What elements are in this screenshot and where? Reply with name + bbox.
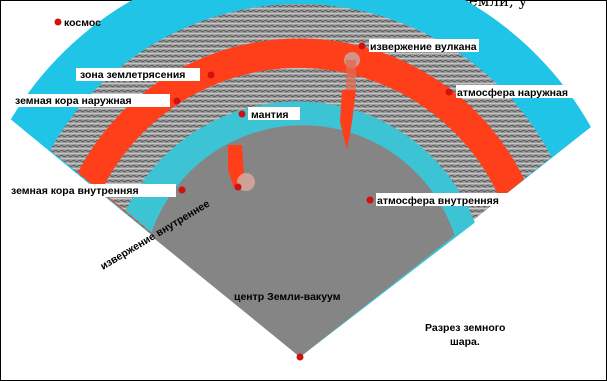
caption-line-1: Разрез земного bbox=[425, 322, 505, 334]
quake-zone-marker bbox=[208, 72, 215, 79]
inner-atmosphere-marker bbox=[367, 197, 374, 204]
space-marker bbox=[55, 19, 62, 26]
caption-line-2: шара. bbox=[450, 336, 480, 348]
inner-eruption-marker bbox=[235, 184, 242, 191]
inner-crust-label: земная кора внутренняя bbox=[11, 185, 139, 197]
quake-zone-label: зона землетрясения bbox=[80, 69, 185, 81]
inner-atmosphere-label: атмосфера внутренняя bbox=[377, 195, 499, 207]
outer-atmosphere-marker bbox=[446, 89, 453, 96]
space-label: космос bbox=[64, 17, 101, 29]
center-marker bbox=[297, 354, 304, 361]
volcano-label: извержение вулкана bbox=[370, 41, 477, 53]
volcano-marker bbox=[359, 43, 366, 50]
outer-crust-marker bbox=[174, 98, 181, 105]
inner-crust-marker bbox=[179, 187, 186, 194]
outer-crust-label: земная кора наружная bbox=[15, 95, 132, 107]
outer-atmosphere-label: атмосфера наружная bbox=[457, 87, 568, 99]
mantle-marker bbox=[239, 111, 246, 118]
mantle-label: мантия bbox=[251, 109, 289, 121]
core-label: центр Земли-вакуум bbox=[234, 291, 341, 303]
